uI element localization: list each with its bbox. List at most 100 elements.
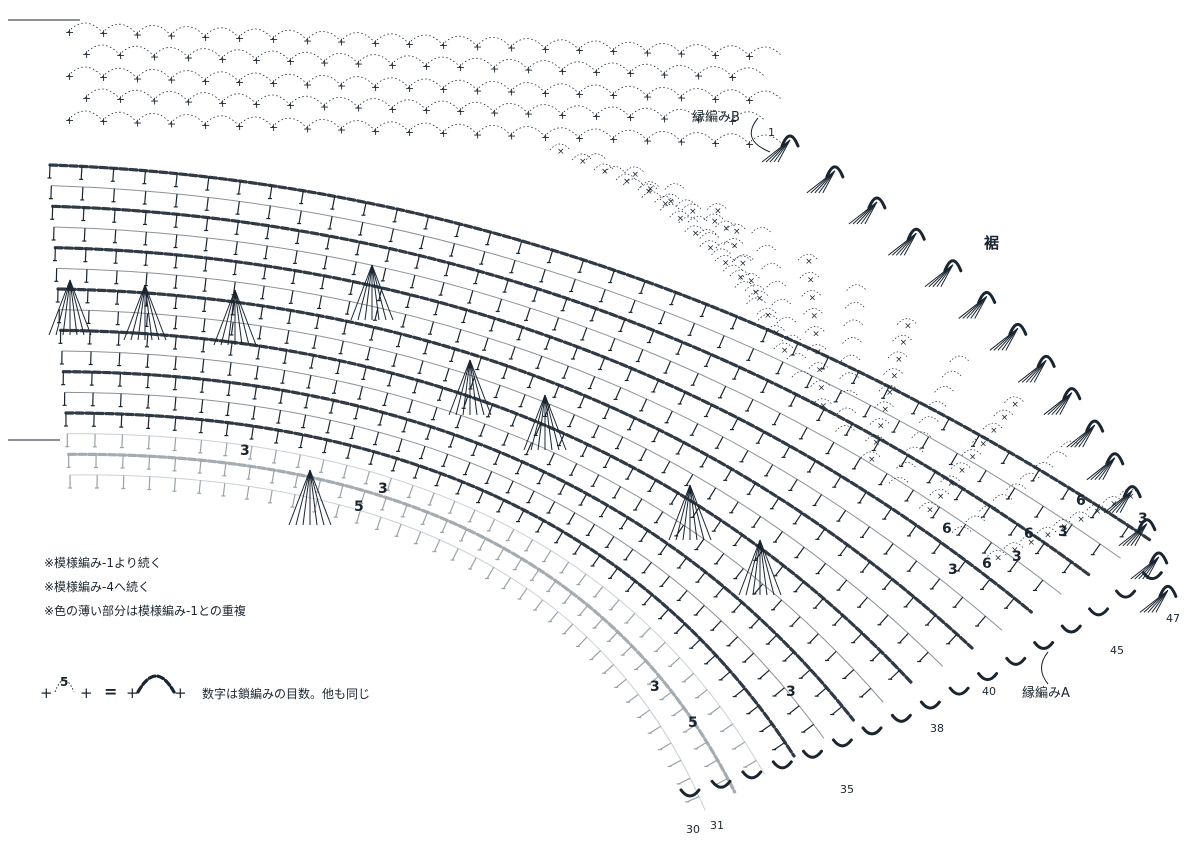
- double-crochet-stitch: [146, 354, 149, 368]
- cross-stitch-mark: ×: [733, 227, 741, 237]
- double-crochet-stitch: [281, 370, 286, 384]
- edge-scallop: [861, 726, 883, 736]
- double-crochet-stitch: [393, 208, 398, 222]
- chain-arc: [911, 431, 932, 439]
- double-crochet-stitch: [609, 338, 616, 351]
- edge-scallop: [890, 713, 912, 723]
- double-crochet-stitch: [1007, 487, 1016, 500]
- double-crochet-stitch: [205, 217, 209, 231]
- edge-stitch: [1111, 490, 1133, 513]
- double-crochet-stitch: [593, 617, 604, 629]
- chain-arc: [681, 203, 703, 211]
- cross-stitch-mark: ×: [926, 505, 934, 515]
- double-crochet-stitch: [255, 365, 259, 379]
- double-crochet-stitch: [502, 365, 509, 379]
- double-crochet-stitch: [947, 633, 958, 645]
- double-crochet-stitch: [931, 506, 941, 519]
- double-crochet-stitch: [331, 196, 336, 210]
- single-crochet-mark: +: [745, 138, 754, 151]
- double-crochet-stitch: [808, 633, 819, 644]
- chain-arc: [888, 477, 910, 484]
- edge-stitch: [895, 232, 917, 256]
- chain-row: [48, 163, 1152, 542]
- chain-arc: [951, 526, 973, 533]
- picot-scallop: [1137, 518, 1157, 532]
- double-crochet-stitch: [721, 723, 734, 732]
- cross-stitch-mark: ×: [1077, 515, 1085, 525]
- row-number: 45: [1110, 644, 1124, 657]
- chain-row: [64, 411, 796, 758]
- double-crochet-stitch: [349, 281, 354, 295]
- chain-arc: [940, 475, 961, 483]
- chain-arc: [604, 166, 625, 173]
- double-crochet-stitch: [424, 216, 430, 230]
- double-crochet-stitch: [257, 345, 261, 359]
- double-crochet-stitch: [705, 759, 718, 767]
- chain-arc: [965, 515, 987, 523]
- picot-scallop: [943, 259, 963, 273]
- chain-arc: [903, 446, 925, 454]
- edge-stitch: [1001, 328, 1019, 351]
- double-crochet-stitch: [691, 423, 699, 436]
- double-crochet-stitch: [285, 330, 290, 344]
- chain-arc: [703, 213, 725, 221]
- cross-stitch-mark: ×: [900, 338, 908, 348]
- chain-arc: [835, 425, 856, 432]
- chain-arc: [808, 362, 830, 369]
- double-crochet-stitch: [420, 446, 426, 459]
- double-crochet-stitch: [288, 310, 292, 324]
- double-crochet-stitch: [486, 567, 495, 579]
- shell-stitch: [462, 359, 471, 416]
- double-crochet-stitch: [1061, 487, 1070, 500]
- single-crochet-mark: +: [439, 83, 448, 96]
- double-crochet-stitch: [199, 439, 203, 453]
- double-crochet-stitch: [330, 400, 335, 414]
- chain-row: [51, 204, 1093, 578]
- cross-stitch-mark: ×: [711, 217, 719, 227]
- double-crochet-stitch: [205, 237, 208, 251]
- double-crochet-stitch: [845, 423, 853, 436]
- double-crochet-stitch: [441, 520, 448, 533]
- double-crochet-stitch: [731, 417, 739, 430]
- chain-arc: [797, 253, 819, 261]
- edge-scallop: [1141, 571, 1163, 581]
- single-crochet-mark: +: [99, 115, 108, 128]
- double-crochet-stitch: [1091, 506, 1100, 518]
- cross-stitch-mark: ×: [692, 229, 700, 239]
- double-crochet-stitch: [438, 387, 444, 401]
- note-continue-to: ※模様編み-4へ続く: [44, 580, 151, 594]
- double-crochet-stitch: [252, 406, 256, 420]
- double-crochet-stitch: [494, 452, 501, 465]
- cross-stitch-mark: ×: [812, 329, 820, 339]
- shell-stitch: [364, 264, 373, 321]
- double-crochet-stitch: [118, 352, 121, 366]
- double-crochet-stitch: [774, 687, 785, 697]
- double-crochet-stitch: [383, 392, 389, 406]
- single-crochet-mark: +: [745, 50, 754, 63]
- edge-stitch: [936, 264, 954, 288]
- chain-arc: [746, 297, 767, 305]
- shell-stitch: [55, 279, 71, 336]
- double-crochet-stitch: [572, 346, 579, 360]
- single-crochet-mark: +: [320, 100, 329, 113]
- double-crochet-stitch: [843, 669, 855, 679]
- double-crochet-stitch: [202, 318, 206, 332]
- chain-arc: [1036, 526, 1058, 534]
- double-crochet-stitch: [224, 442, 228, 456]
- single-crochet-mark: +: [99, 71, 108, 84]
- chain-arc: [615, 173, 637, 181]
- double-crochet-stitch: [860, 687, 872, 698]
- double-crochet-stitch: [972, 434, 980, 447]
- shell-stitch: [69, 279, 85, 336]
- edge-scallop: [831, 738, 853, 748]
- double-crochet-stitch: [1064, 524, 1073, 536]
- single-crochet-mark: +: [507, 86, 516, 99]
- single-crochet-mark: +: [201, 119, 210, 132]
- row-number: 47: [1166, 612, 1180, 625]
- chain-arc: [919, 416, 940, 423]
- double-crochet-stitch: [619, 319, 626, 332]
- single-crochet-mark: +: [643, 90, 652, 103]
- cross-stitch-mark: ×: [623, 177, 631, 187]
- double-crochet-stitch: [510, 260, 516, 273]
- double-crochet-stitch: [516, 461, 523, 474]
